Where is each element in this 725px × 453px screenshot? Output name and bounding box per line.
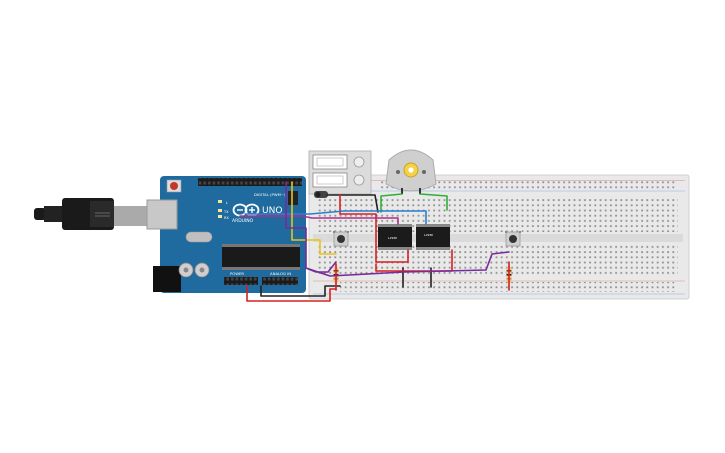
usb-b-port	[146, 199, 178, 230]
wire-green-motor-right[interactable]	[419, 193, 448, 211]
wire-black-switch[interactable]	[326, 194, 379, 213]
wire-magenta-signal[interactable]	[239, 215, 399, 225]
wire-red-power[interactable]	[246, 285, 337, 302]
arduino-model-label: UNO	[262, 206, 282, 216]
digital-pwm-label: DIGITAL (PWM~)	[254, 192, 286, 197]
wire-yellow-signal[interactable]	[291, 181, 337, 255]
wire-black-ground[interactable]	[260, 285, 341, 297]
tx-label: TX	[223, 210, 229, 214]
power-jack	[153, 266, 181, 292]
breadboard[interactable]	[308, 174, 690, 300]
l-led-label: L	[226, 201, 228, 205]
crystal	[185, 231, 213, 243]
arduino-logo	[232, 203, 260, 217]
pushbutton-right[interactable]	[505, 231, 521, 247]
slide-switch-toggle[interactable]	[314, 191, 328, 198]
analog-in-label: ANALOG IN	[270, 271, 291, 276]
slide-switch-module[interactable]	[308, 150, 372, 195]
rx-label: RX	[224, 216, 229, 220]
usb-cable[interactable]	[34, 198, 148, 230]
wire-blue-signal[interactable]	[244, 210, 427, 225]
arduino-uno-board[interactable]: UNO ARDUINO DIGITAL (PWM~) POWER ANALOG …	[146, 176, 306, 293]
arduino-brand-label: ARDUINO	[232, 218, 254, 224]
atmega-chip	[222, 246, 300, 268]
chip-label: L293D	[424, 233, 433, 237]
power-label: POWER	[230, 271, 244, 276]
pushbutton-left[interactable]	[333, 231, 349, 247]
wire-purple-long[interactable]	[305, 251, 510, 277]
motor-driver-chip-left[interactable]: L293D	[378, 224, 412, 250]
dc-motor[interactable]	[385, 149, 437, 194]
wire-green-motor-left[interactable]	[380, 193, 403, 213]
chip-label: L293D	[388, 236, 397, 240]
motor-driver-chip-right[interactable]: L293D	[416, 224, 450, 250]
